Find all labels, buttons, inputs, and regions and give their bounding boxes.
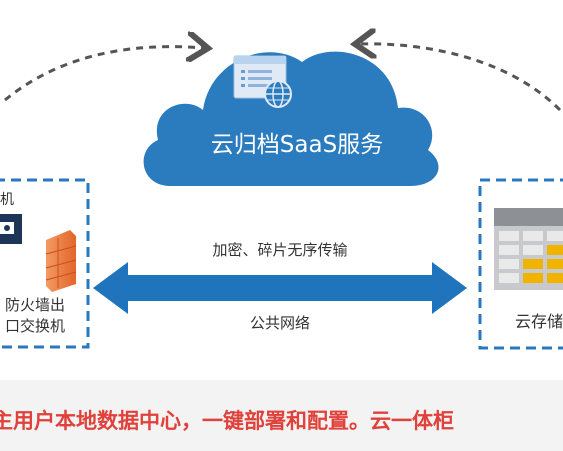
right-box-label: 云存储 — [515, 312, 563, 331]
double-arrow — [93, 262, 467, 314]
link-top-label: 加密、碎片无序传输 — [212, 241, 347, 259]
firewall-label-line1: 防火墙出 — [5, 296, 65, 314]
network-link: 加密、碎片无序传输 公共网络 — [93, 241, 467, 332]
firewall-label-line2: 口交换机 — [5, 317, 65, 335]
right-storage-box: 云存储 — [478, 178, 563, 350]
bottom-banner — [0, 380, 563, 451]
firewall-icon — [45, 230, 77, 292]
server-window-globe-icon — [233, 55, 292, 108]
cloud-label: 云归档SaaS服务 — [211, 132, 383, 158]
cloud-shape — [143, 51, 439, 186]
bottom-banner-text: 主用户本地数据中心，一键部署和配置。云一体柜 — [0, 409, 454, 433]
left-datacenter-box: 机 防火墙出 口交换机 — [0, 178, 90, 349]
storage-grid-icon — [494, 208, 563, 290]
network-switch-icon — [0, 214, 22, 244]
dashed-arrow-left — [4, 47, 205, 102]
left-box-border — [0, 178, 90, 349]
link-bottom-label: 公共网络 — [250, 314, 310, 332]
cloud-saas-service: 云归档SaaS服务 — [143, 51, 439, 186]
dashed-arrow-right — [358, 44, 562, 112]
left-partial-label: 机 — [0, 192, 14, 208]
